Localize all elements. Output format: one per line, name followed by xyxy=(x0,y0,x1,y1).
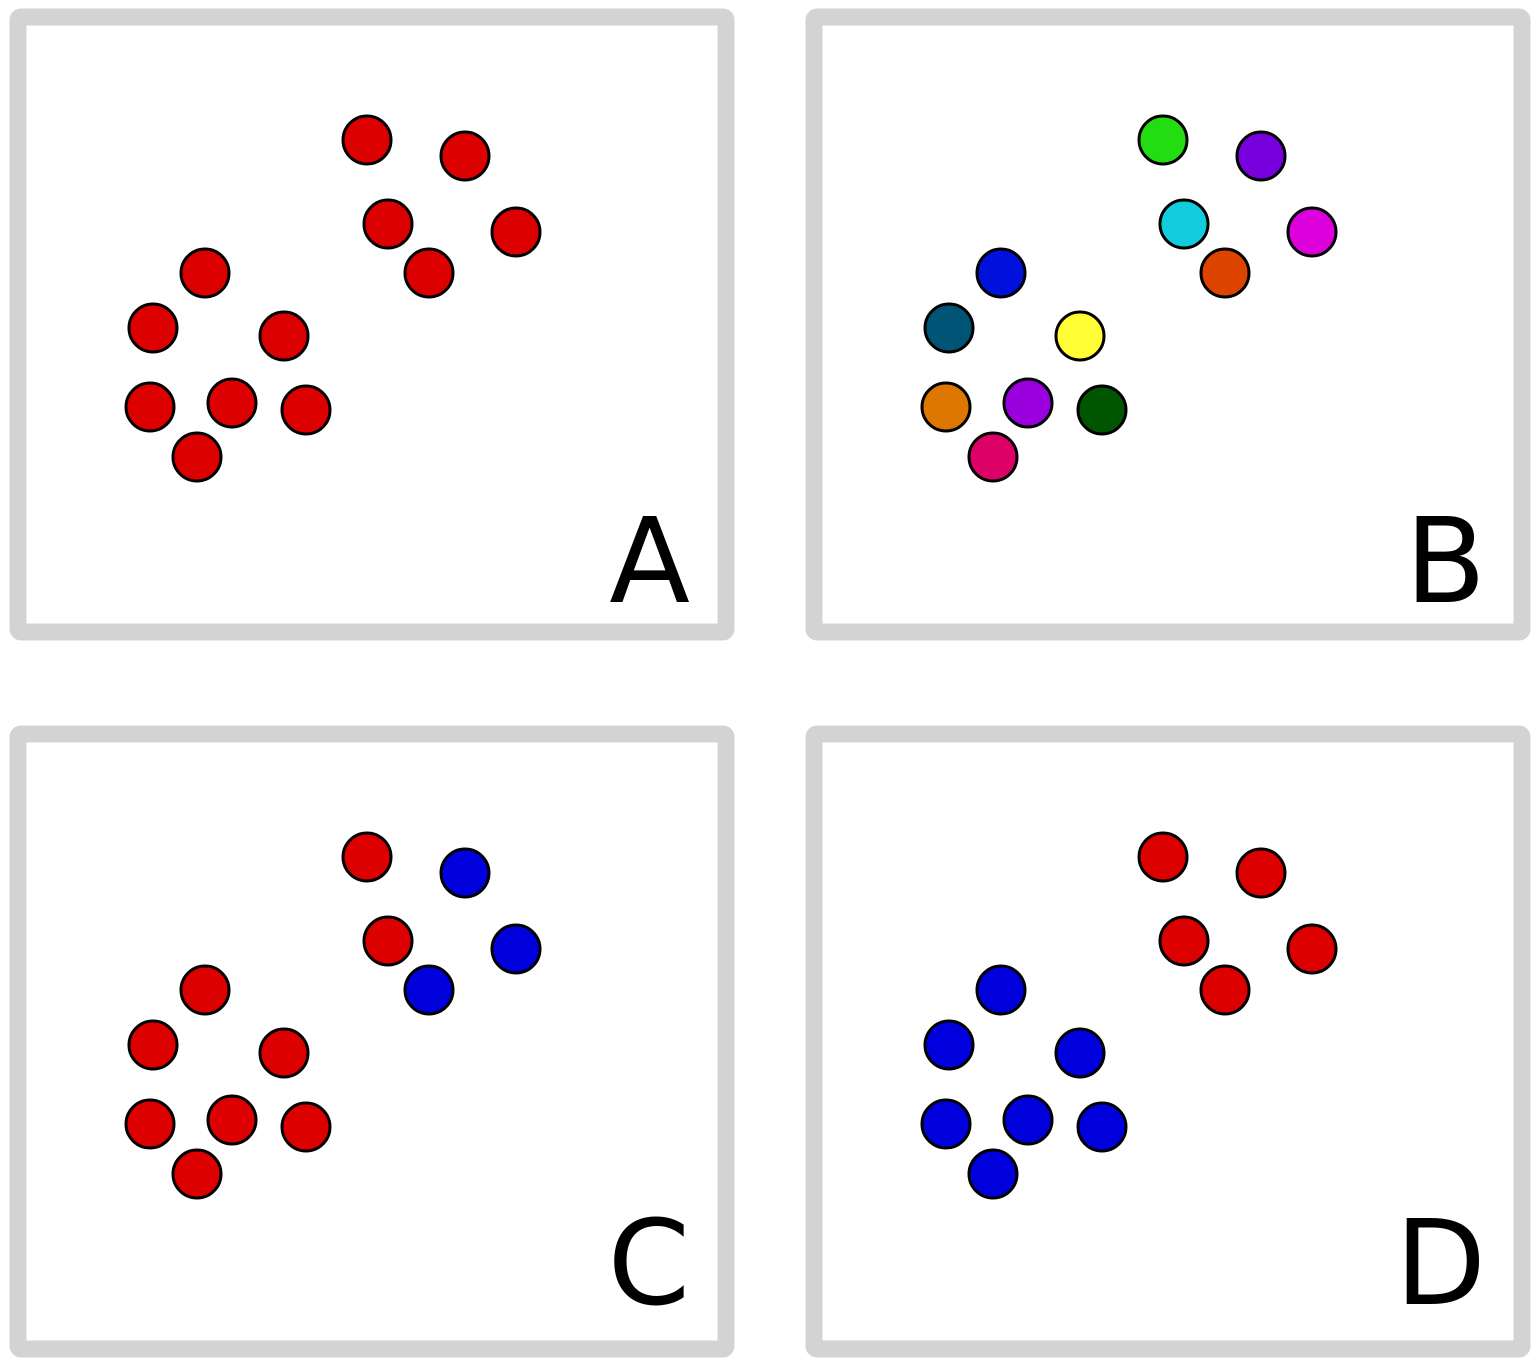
dot-b-6 xyxy=(975,247,1027,299)
dot-d-12 xyxy=(967,1148,1019,1200)
dot-b-1 xyxy=(1137,114,1189,166)
dot-d-10 xyxy=(1002,1094,1054,1146)
dot-b-9 xyxy=(920,381,972,433)
dot-c-12 xyxy=(171,1148,223,1200)
dot-d-11 xyxy=(1076,1101,1128,1153)
dot-c-4 xyxy=(490,923,542,975)
dot-d-1 xyxy=(1137,831,1189,883)
dot-a-9 xyxy=(124,381,176,433)
dot-a-7 xyxy=(127,302,179,354)
dot-a-5 xyxy=(403,247,455,299)
dot-a-10 xyxy=(206,377,258,429)
panel-b: B xyxy=(805,8,1531,641)
panel-a-label: A xyxy=(609,492,690,630)
dot-d-7 xyxy=(923,1019,975,1071)
panel-a: A xyxy=(9,8,735,641)
dot-c-6 xyxy=(179,964,231,1016)
dot-c-11 xyxy=(280,1101,332,1153)
dot-d-6 xyxy=(975,964,1027,1016)
dot-a-2 xyxy=(439,130,491,182)
dot-b-2 xyxy=(1235,130,1287,182)
panel-c-dots xyxy=(124,831,542,1200)
dot-b-5 xyxy=(1199,247,1251,299)
panel-d-label: D xyxy=(1395,1194,1486,1332)
dot-d-2 xyxy=(1235,847,1287,899)
dot-b-10 xyxy=(1002,377,1054,429)
dot-b-3 xyxy=(1158,198,1210,250)
dot-b-7 xyxy=(923,302,975,354)
dot-c-7 xyxy=(127,1019,179,1071)
panel-c: C xyxy=(9,725,735,1358)
dot-c-3 xyxy=(362,915,414,967)
dot-c-9 xyxy=(124,1098,176,1150)
dot-a-6 xyxy=(179,247,231,299)
dot-a-11 xyxy=(280,384,332,436)
dot-d-3 xyxy=(1158,915,1210,967)
dot-a-8 xyxy=(258,310,310,362)
dot-c-1 xyxy=(341,831,393,883)
dot-c-5 xyxy=(403,964,455,1016)
panel-a-dots xyxy=(124,114,542,483)
dot-b-12 xyxy=(967,431,1019,483)
dot-a-1 xyxy=(341,114,393,166)
panel-d-dots xyxy=(920,831,1338,1200)
dot-d-8 xyxy=(1054,1027,1106,1079)
panel-b-dots xyxy=(920,114,1338,483)
dot-b-11 xyxy=(1076,384,1128,436)
panel-b-label: B xyxy=(1405,492,1486,630)
dot-c-8 xyxy=(258,1027,310,1079)
dot-b-8 xyxy=(1054,310,1106,362)
dot-d-5 xyxy=(1199,964,1251,1016)
dot-d-9 xyxy=(920,1098,972,1150)
panel-c-label: C xyxy=(608,1194,690,1332)
dot-a-4 xyxy=(490,206,542,258)
dot-a-12 xyxy=(171,431,223,483)
dot-c-2 xyxy=(439,847,491,899)
panel-d: D xyxy=(805,725,1531,1358)
dot-d-4 xyxy=(1286,923,1338,975)
dot-b-4 xyxy=(1286,206,1338,258)
dot-a-3 xyxy=(362,198,414,250)
dot-c-10 xyxy=(206,1094,258,1146)
